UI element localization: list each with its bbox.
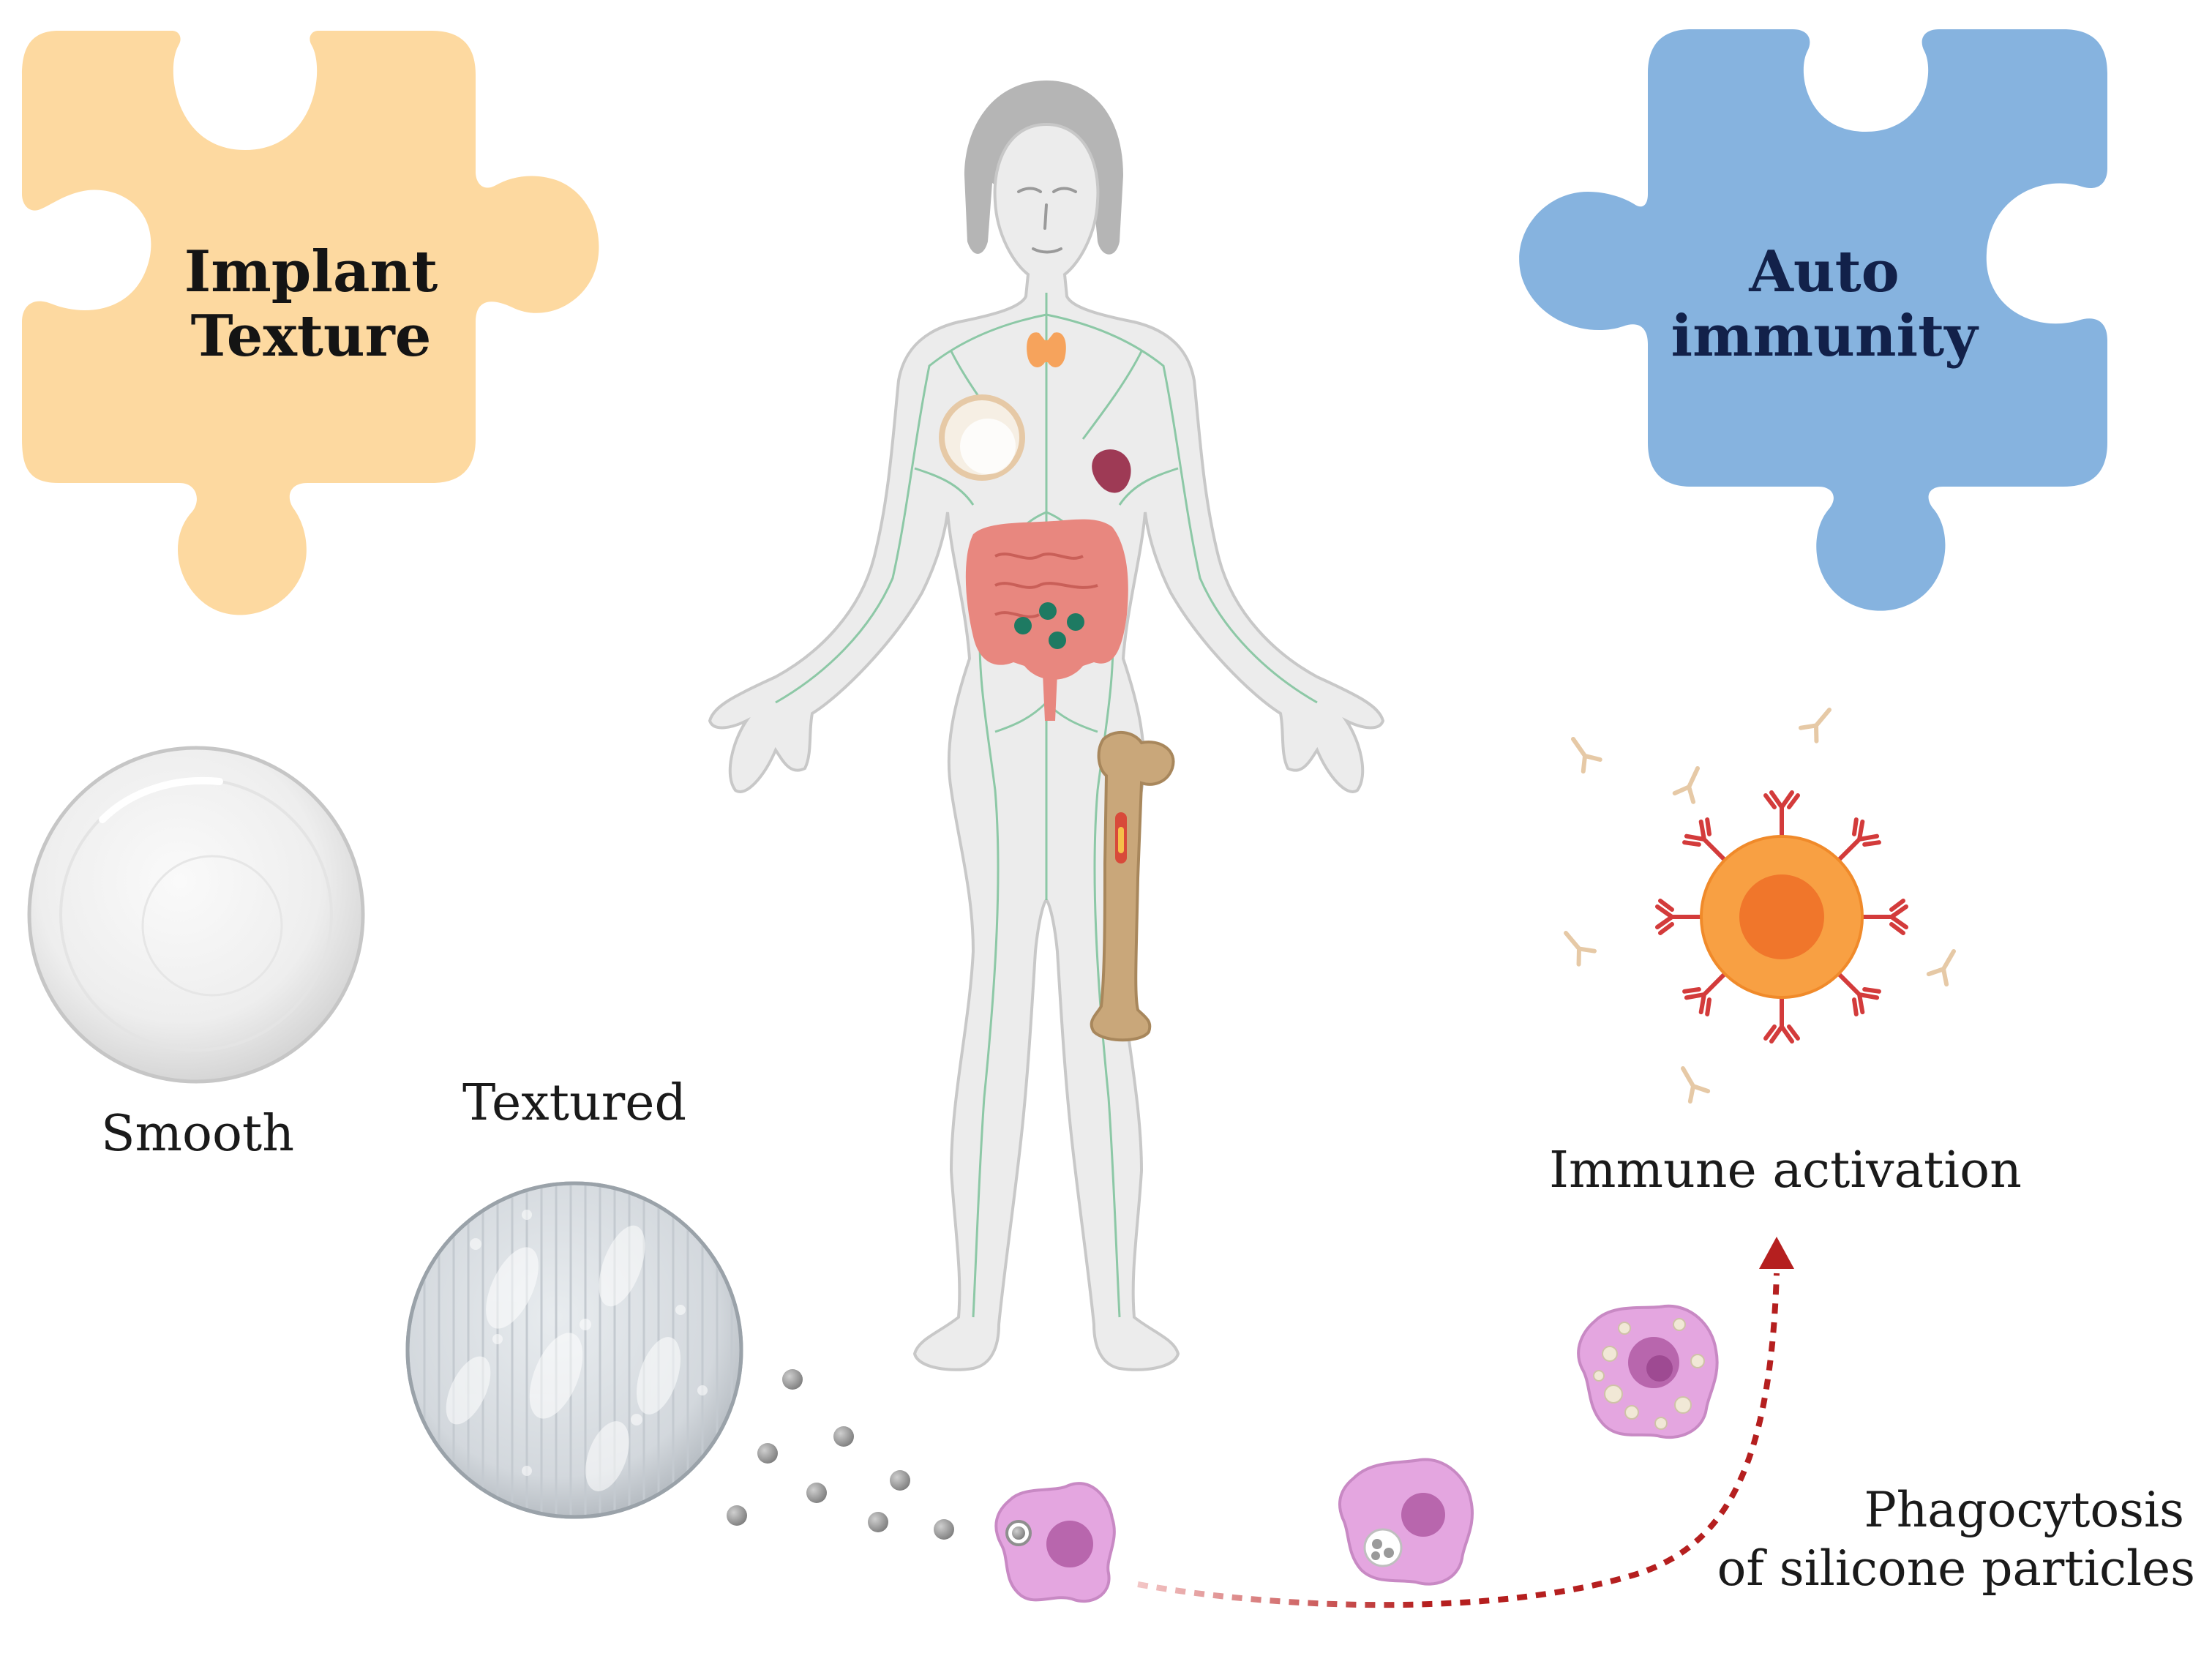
arrow-head [1759,1237,1794,1269]
activated-macrophage [1577,1304,1719,1439]
lymph-node [1039,602,1057,620]
implant-texture-title-line2: Texture [191,303,432,370]
lymph-node [1049,632,1066,649]
puzzle-shape-right [1519,29,2107,611]
puzzle-shape-left [22,31,599,615]
implant-texture-title-line1: Implant [184,239,438,305]
puzzle-piece-implant-texture: Implant Texture [22,31,599,615]
macrophage-with-vacuoles [1338,1458,1474,1586]
textured-label: Textured [462,1074,686,1132]
femur-bone [1090,730,1175,1042]
lymph-node [1067,613,1084,631]
antibody-ring [1655,790,1908,1044]
activated-immune-cell [1655,790,1908,1044]
autoimmunity-title-line2: immunity [1671,303,1979,370]
spleen [1092,449,1131,493]
thyroid-gland [1027,332,1066,367]
smooth-label: Smooth [101,1105,294,1163]
smooth-implant [27,746,365,1084]
phagocytosis-label-line2: of silicone particles [1717,1540,2195,1597]
breast-implant-in-body [939,394,1025,481]
lymphatic-vessels [775,293,1318,1318]
activation-arrow [1137,1237,1794,1608]
lymph-node [1014,617,1032,634]
immune-activation-label: Immune activation [1549,1142,2022,1199]
puzzle-piece-autoimmunity: Auto immunity [1519,29,2107,611]
textured-implant [405,1181,743,1519]
silicone-particles [727,1369,954,1540]
female-body-figure [708,80,1385,1371]
phagocytosis-label-line1: Phagocytosis [1864,1482,2184,1538]
autoimmunity-title-line1: Auto [1748,239,1899,305]
macrophage-engulfing [994,1482,1116,1603]
intestines [965,519,1128,721]
face-features [1017,187,1077,254]
free-antibodies [1564,708,1956,1104]
